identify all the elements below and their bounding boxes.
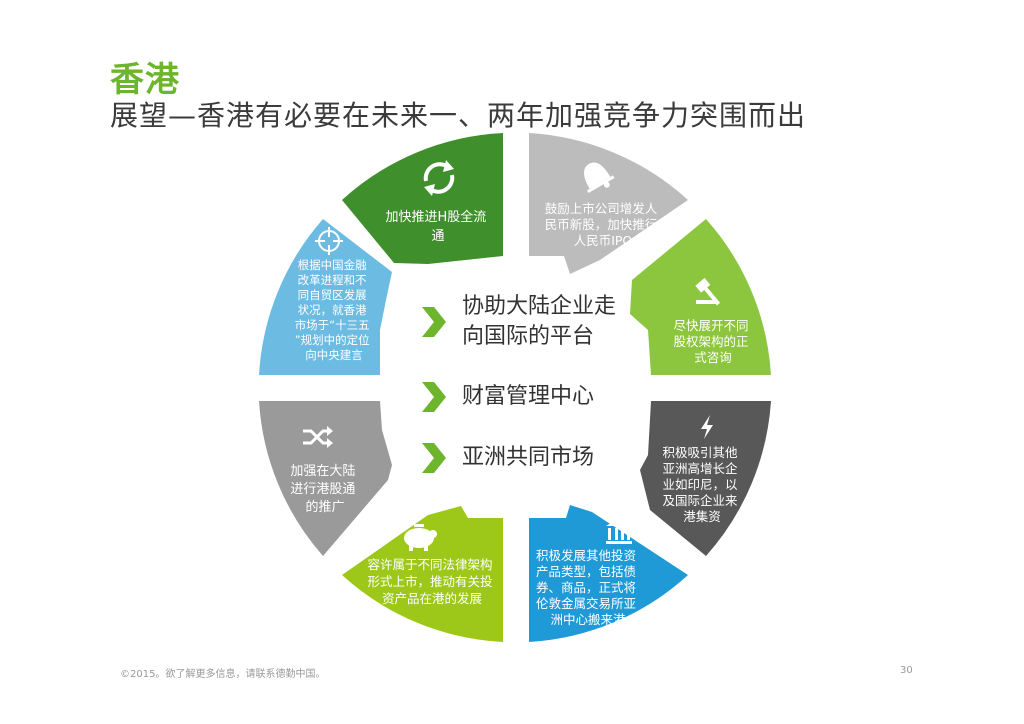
center-item-platform: 协助大陆企业走 向国际的平台 bbox=[420, 292, 616, 352]
segment-right-lower-line-2: 亚洲高增长企 bbox=[663, 461, 739, 476]
segment-right-lower: 积极吸引其他 亚洲高增长企 业如印尼，以 及国际企业来 港集资 bbox=[640, 401, 771, 556]
segment-bottom-right-line-4: 伦敦金属交易所亚 bbox=[536, 596, 636, 611]
page-title: 香港 bbox=[110, 60, 180, 100]
chevron-right-icon bbox=[422, 307, 446, 337]
segment-bottom-right-line-5: 洲中心搬来港 bbox=[550, 612, 626, 627]
segment-right-upper: 尽快展开不同 股权架构的正 式咨询 bbox=[630, 219, 771, 375]
segment-top-left-line-1: 加快推进H股全流 bbox=[386, 209, 487, 225]
segment-left-upper-line-2: 改革进程和不 bbox=[298, 273, 367, 287]
svg-text:加快推进H股全流 通: 加快推进H股全流 通 bbox=[386, 209, 491, 244]
target-icon bbox=[315, 227, 343, 255]
center-item-platform-line-1: 协助大陆企业走 bbox=[462, 294, 617, 319]
footer-copyright: ©2015。欲了解更多信息，请联系德勤中国。 bbox=[120, 669, 326, 680]
center-item-wealth-label: 财富管理中心 bbox=[462, 384, 595, 409]
segment-top-left: 加快推进H股全流 通 bbox=[342, 133, 503, 264]
segment-bottom-right: 积极发展其他投资 产品类型，包括债 券、商品，正式将 伦敦金属交易所亚 洲中心搬… bbox=[529, 505, 688, 642]
svg-text:根据中国金融 改革进程和不 同自贸区: 根据中国金融 改革进程和不 同自贸区发展 状况，就香港 市场于“十三五 ”规划中… bbox=[295, 258, 374, 362]
segment-right-lower-line-3: 业如印尼，以 bbox=[663, 477, 739, 492]
segment-right-upper-line-3: 式咨询 bbox=[694, 350, 732, 365]
segment-right-lower-line-4: 及国际企业来 bbox=[663, 493, 739, 508]
gavel-icon bbox=[695, 277, 721, 306]
svg-text:尽快展开不同 股权架构的正 式咨询: 尽快展开不同 股权架构的正 式咨询 bbox=[674, 318, 753, 365]
segment-top-right-line-1: 鼓励上市公司增发人 bbox=[545, 201, 658, 216]
segment-left-upper: 根据中国金融 改革进程和不 同自贸区发展 状况，就香港 市场于“十三五 ”规划中… bbox=[259, 219, 392, 375]
segment-bottom-right-shape bbox=[529, 505, 688, 642]
shuffle-icon bbox=[303, 426, 333, 448]
center-item-asia-market: 亚洲共同市场 bbox=[420, 441, 594, 475]
segment-bottom-left-line-2: 形式上市，推动有关投 bbox=[368, 574, 493, 589]
segment-left-upper-line-7: 向中央建言 bbox=[305, 348, 363, 362]
segment-top-right-line-2: 民币新股，加快推行 bbox=[545, 217, 658, 232]
segment-right-lower-line-1: 积极吸引其他 bbox=[663, 445, 739, 460]
segment-top-right-line-3: 人民币IPO bbox=[574, 233, 633, 248]
segment-left-lower-line-2: 进行港股通 bbox=[290, 482, 355, 497]
refresh-icon bbox=[423, 160, 455, 196]
segment-right-upper-line-2: 股权架构的正 bbox=[674, 334, 749, 349]
segment-bottom-left-shape bbox=[342, 506, 503, 642]
svg-text:容许属于不同法律架构 形式上市，推动有关投: 容许属于不同法律架构 形式上市，推动有关投 资产品在港的发展 bbox=[368, 557, 497, 606]
lightning-icon bbox=[701, 415, 713, 439]
segment-top-right-shape bbox=[529, 133, 688, 274]
segment-right-upper-line-1: 尽快展开不同 bbox=[674, 318, 749, 333]
svg-text:加强在大陆 进行港股通 的推广: 加强在大陆 进行港股通 的推广 bbox=[290, 463, 359, 515]
bank-icon bbox=[606, 518, 632, 544]
segment-top-left-line-2: 通 bbox=[431, 229, 444, 244]
center-item-wealth: 财富管理中心 bbox=[420, 380, 594, 414]
segment-right-lower-line-5: 港集资 bbox=[683, 509, 721, 524]
page-subtitle: 展望—香港有必要在未来一、两年加强竞争力突围而出 bbox=[110, 99, 807, 132]
segment-bottom-left-line-3: 资产品在港的发展 bbox=[382, 591, 482, 606]
segment-left-lower-line-1: 加强在大陆 bbox=[290, 463, 355, 479]
segment-bottom-right-line-3: 券、商品，正式将 bbox=[536, 580, 636, 595]
svg-text:积极吸引其他 亚洲高增长企 业如印尼: 积极吸引其他 亚洲高增长企 业如印尼，以 及国际企业来 港集资 bbox=[663, 445, 742, 524]
segment-bottom-right-line-2: 产品类型，包括债 bbox=[536, 564, 636, 579]
piggy-bank-icon bbox=[404, 524, 437, 551]
segment-left-upper-line-5: 市场于“十三五 bbox=[295, 318, 370, 332]
segment-left-lower: 加强在大陆 进行港股通 的推广 bbox=[259, 401, 392, 556]
segment-left-upper-line-4: 状况，就香港 bbox=[298, 303, 367, 317]
bell-icon bbox=[583, 162, 615, 194]
svg-text:鼓励上市公司增发人 民币新股，加快推行: 鼓励上市公司增发人 民币新股，加快推行 人民币IPO bbox=[545, 201, 662, 248]
segment-bottom-right-line-1: 积极发展其他投资 bbox=[536, 548, 636, 563]
segment-top-left-shape bbox=[342, 133, 503, 264]
segment-left-upper-shape bbox=[259, 219, 392, 375]
segment-right-lower-shape bbox=[640, 401, 771, 556]
chevron-right-icon bbox=[422, 382, 446, 412]
center-item-platform-line-2: 向国际的平台 bbox=[462, 324, 595, 349]
segment-left-upper-line-3: 同自贸区发展 bbox=[298, 288, 367, 302]
segment-left-lower-shape bbox=[259, 401, 392, 556]
segment-bottom-left: 容许属于不同法律架构 形式上市，推动有关投 资产品在港的发展 bbox=[342, 506, 503, 642]
segment-left-upper-line-6: ”规划中的定位 bbox=[295, 333, 370, 347]
svg-text:积极发展其他投资 产品类型，包括债: 积极发展其他投资 产品类型，包括债 券、商品，正式将 伦敦金属交易所亚 洲中心搬… bbox=[536, 548, 640, 627]
center-item-asia-market-label: 亚洲共同市场 bbox=[462, 445, 595, 470]
segment-left-upper-line-1: 根据中国金融 bbox=[298, 258, 367, 272]
segment-right-upper-shape bbox=[630, 219, 771, 375]
chevron-right-icon bbox=[422, 443, 446, 473]
page-number: 30 bbox=[900, 665, 913, 676]
segment-top-right: 鼓励上市公司增发人 民币新股，加快推行 人民币IPO bbox=[529, 133, 688, 274]
segment-left-lower-line-3: 的推广 bbox=[305, 499, 344, 515]
segment-bottom-left-line-1: 容许属于不同法律架构 bbox=[368, 557, 493, 572]
